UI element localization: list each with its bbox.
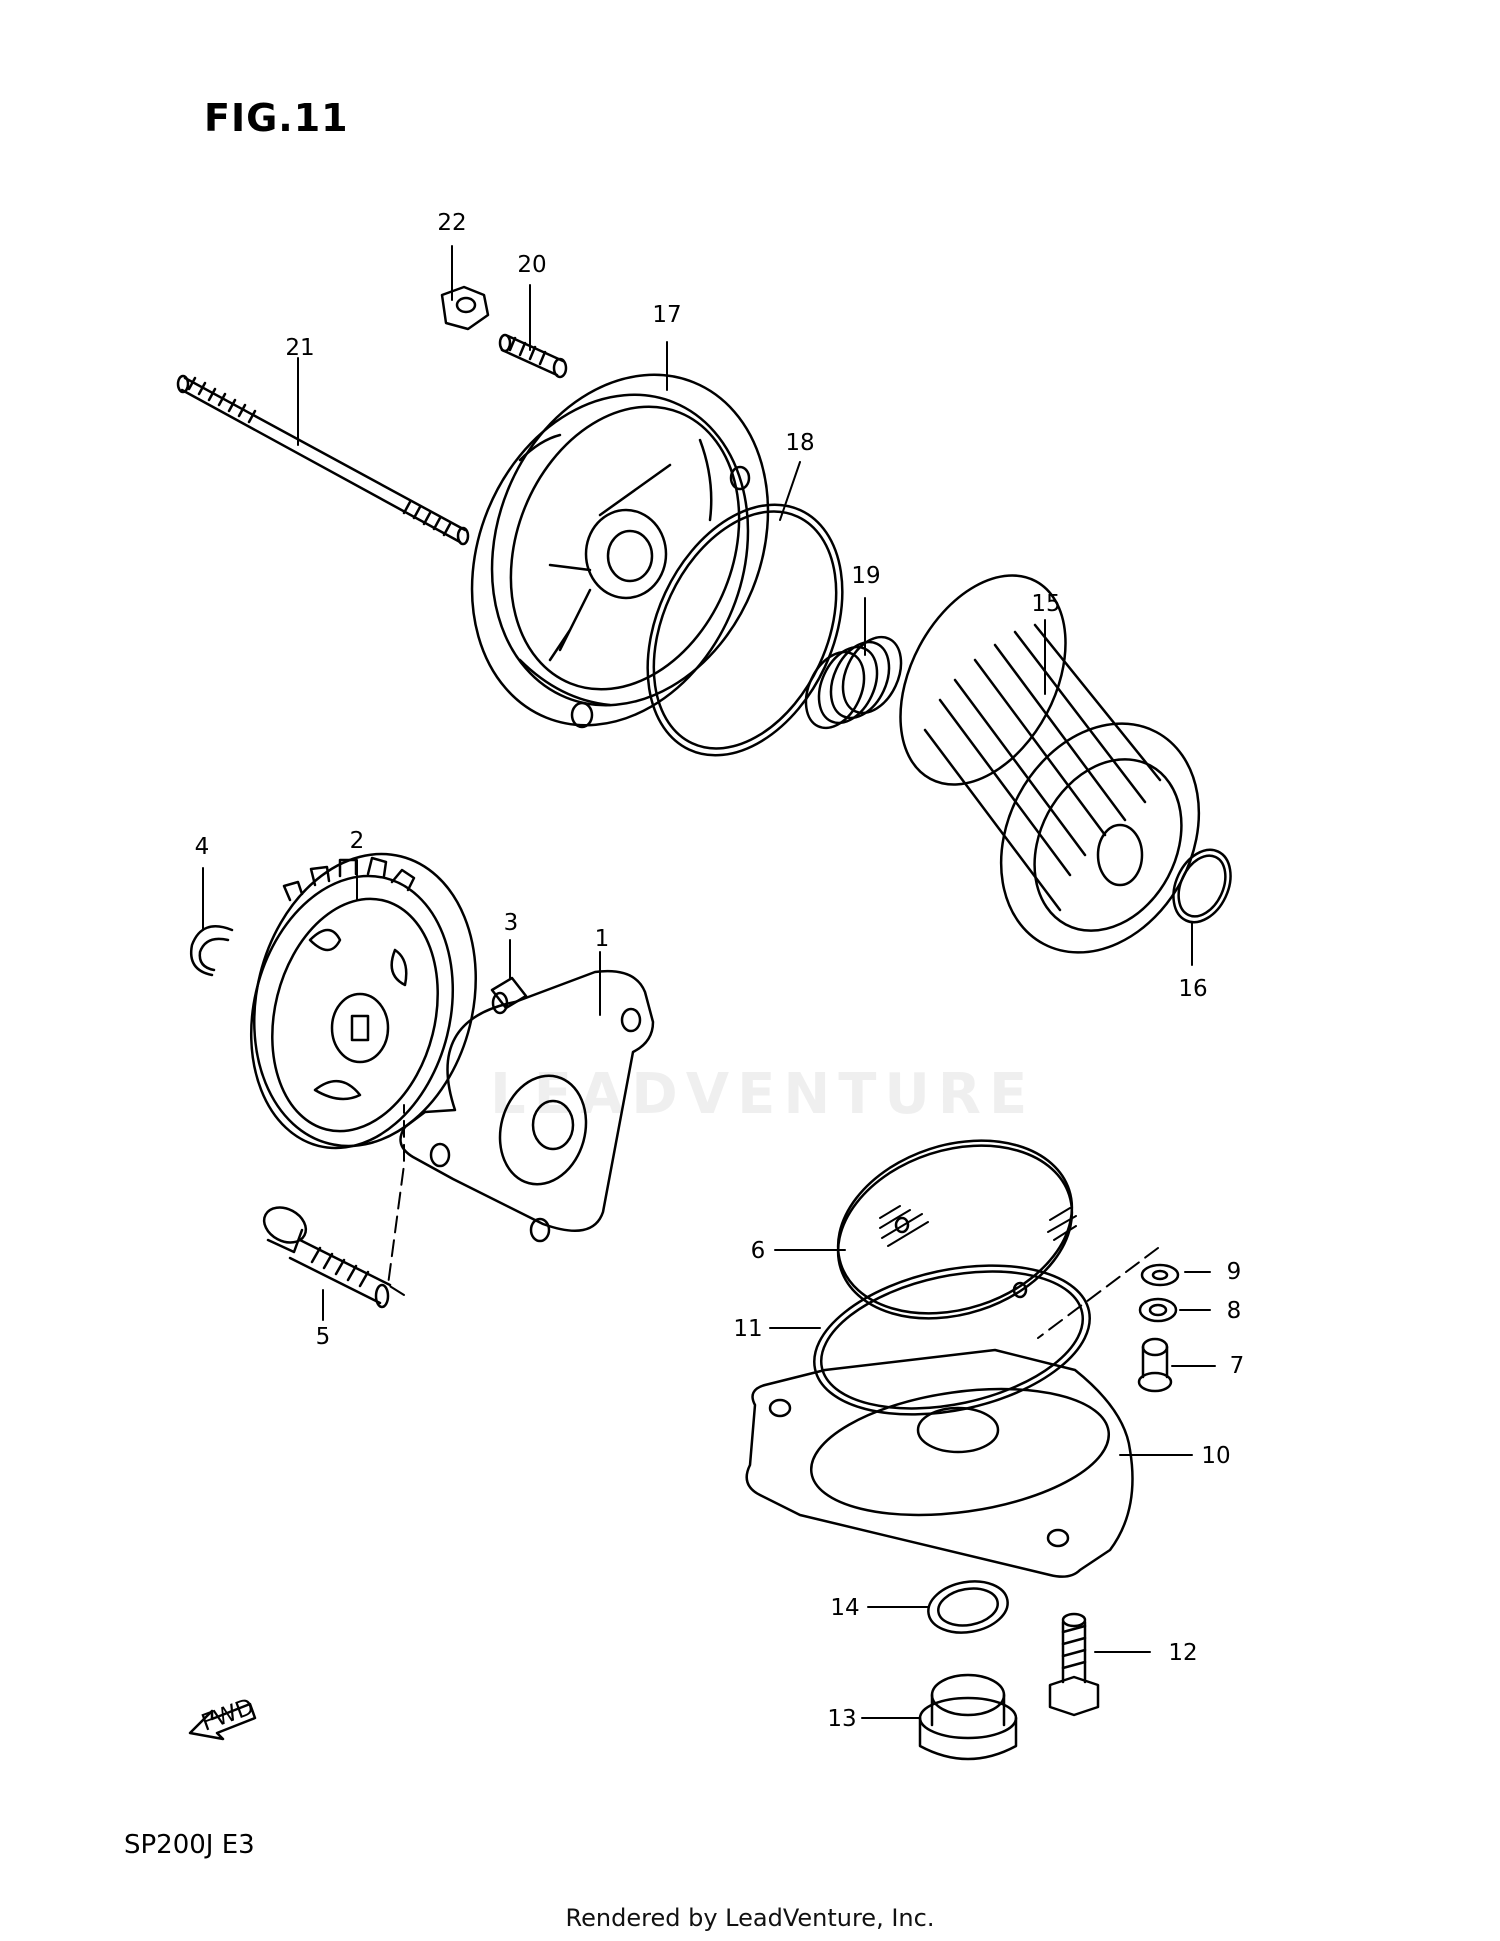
nut-22 bbox=[440, 285, 490, 331]
short-stud-20 bbox=[498, 333, 568, 379]
o-ring-16 bbox=[1172, 848, 1232, 924]
oil-pump-1 bbox=[399, 969, 655, 1243]
filter-cap-17 bbox=[470, 373, 770, 729]
part-number-15: 15 bbox=[1031, 591, 1060, 617]
part-number-17: 17 bbox=[652, 302, 681, 328]
part-number-19: 19 bbox=[851, 563, 880, 589]
bolt-12 bbox=[1048, 1612, 1100, 1717]
part-number-2: 2 bbox=[350, 828, 365, 854]
model-code: SP200J E3 bbox=[124, 1830, 255, 1860]
oil-sump-plate-10 bbox=[745, 1348, 1134, 1578]
part-number-20: 20 bbox=[517, 252, 546, 278]
forward-arrow-label: FWD bbox=[198, 1694, 257, 1737]
part-number-8: 8 bbox=[1227, 1298, 1242, 1324]
part-number-10: 10 bbox=[1201, 1443, 1230, 1469]
circlip-4 bbox=[189, 925, 234, 977]
part-number-16: 16 bbox=[1178, 976, 1207, 1002]
part-number-6: 6 bbox=[751, 1238, 766, 1264]
footer-credit: Rendered by LeadVenture, Inc. bbox=[565, 1904, 935, 1932]
bolt-7 bbox=[1137, 1337, 1173, 1393]
part-number-4: 4 bbox=[195, 834, 210, 860]
washer-8 bbox=[1138, 1297, 1178, 1323]
part-number-11: 11 bbox=[733, 1316, 762, 1342]
part-number-12: 12 bbox=[1168, 1640, 1197, 1666]
part-number-22: 22 bbox=[437, 210, 466, 236]
part-number-5: 5 bbox=[316, 1324, 331, 1350]
part-number-7: 7 bbox=[1230, 1353, 1245, 1379]
part-number-21: 21 bbox=[285, 335, 314, 361]
forward-arrow-icon: FWD bbox=[188, 1694, 258, 1741]
oil-strainer-6 bbox=[836, 1139, 1077, 1320]
gasket-washer-14 bbox=[927, 1580, 1009, 1634]
part-number-14: 14 bbox=[830, 1595, 859, 1621]
washer-9 bbox=[1140, 1263, 1180, 1287]
leader-lines bbox=[202, 245, 1216, 1719]
bolt-5 bbox=[262, 1206, 392, 1309]
oil-pump-gear-2 bbox=[249, 852, 477, 1150]
drain-plug-13 bbox=[918, 1673, 1018, 1761]
stud-bolt-21 bbox=[176, 374, 470, 546]
spring-19 bbox=[804, 635, 903, 730]
part-number-18: 18 bbox=[785, 430, 814, 456]
alignment-lines bbox=[387, 1104, 1159, 1339]
oil-filter-15 bbox=[899, 574, 1201, 954]
part-number-3: 3 bbox=[504, 910, 519, 936]
part-number-1: 1 bbox=[595, 926, 610, 952]
part-number-9: 9 bbox=[1227, 1259, 1242, 1285]
figure-title: FIG.11 bbox=[204, 96, 349, 140]
part-number-13: 13 bbox=[827, 1706, 856, 1732]
